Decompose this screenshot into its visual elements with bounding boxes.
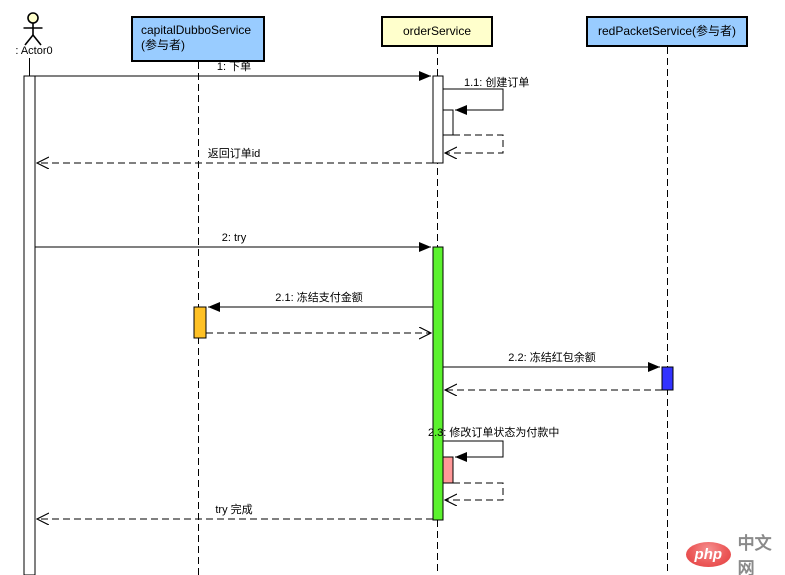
php-logo-icon: php [686,541,731,567]
arrow-m1-1-create-order [443,88,504,115]
participant-capital-name: capitalDubboService [141,23,252,37]
message-label-freeze-redpacket: 2.2: 冻结红包余额 [508,352,596,364]
watermark-text: 中文网 [737,534,772,575]
activation-order-create [442,109,454,136]
activation-order-try [432,246,444,521]
activation-actor [23,75,36,575]
participant-redpacket-service: redPacketService(参与者) [586,16,748,47]
message-label-return-order-id: 返回订单id [207,148,261,160]
watermark: php 中文网 [686,529,785,575]
participant-capital-stereotype: (参与者) [141,38,185,52]
message-label-place-order: 1: 下单 [216,61,252,73]
activation-capital-freeze [193,306,207,339]
activation-redpacket-freeze [661,366,674,391]
actor-icon [23,12,43,46]
message-label-try-done: try 完成 [215,504,253,516]
lifelines [29,47,668,575]
message-label-create-order: 1.1: 创建订单 [464,77,530,89]
message-arrows [35,71,662,519]
message-label-update-status: 2.3: 修改订单状态为付款中 [428,427,560,439]
arrow-m2-3-update-status [443,440,504,462]
participant-redpacket-name: redPacketService(参与者) [597,24,737,38]
arrow-m1-1-self-return [445,134,504,153]
activation-order-initial [432,75,444,164]
arrow-m2-3-self-return [445,482,504,500]
participant-capital-dubbo-service: capitalDubboService (参与者) [131,16,265,62]
participant-order-service: orderService [381,16,493,47]
message-label-try: 2: try [221,232,247,244]
actor-label: : Actor0 [15,45,53,57]
activation-order-status [442,456,454,484]
participant-order-name: orderService [402,24,472,38]
message-label-freeze-payment: 2.1: 冻结支付金额 [275,292,363,304]
activation-bars [23,75,674,575]
